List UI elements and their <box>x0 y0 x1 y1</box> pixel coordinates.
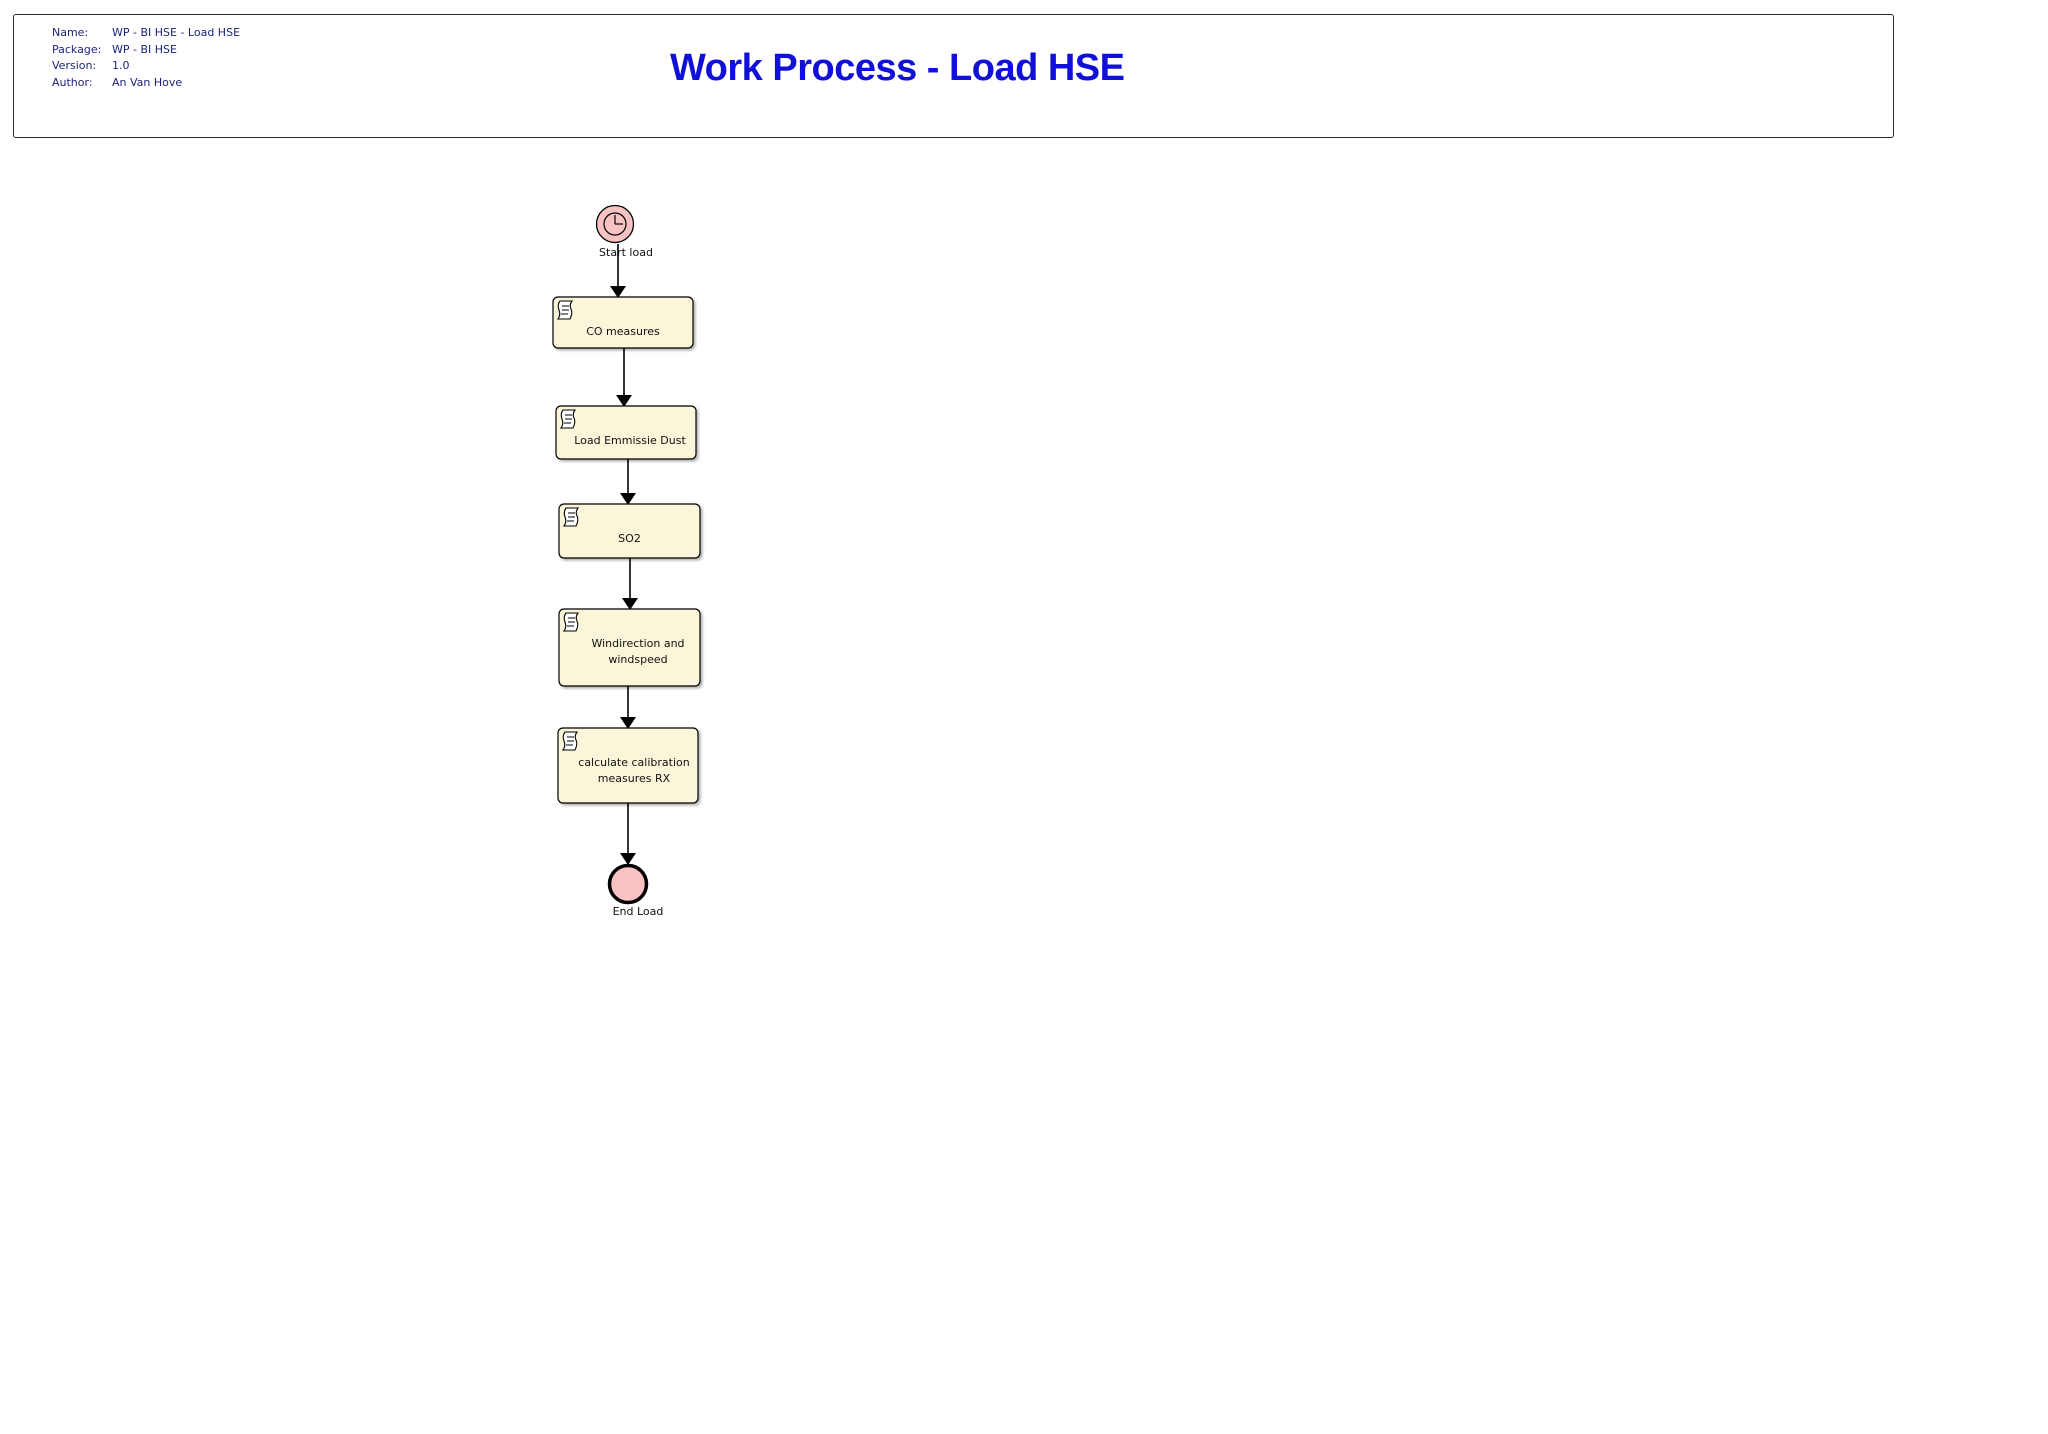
start-event-label: Start load <box>599 246 653 259</box>
task-windirection-and-windspeed[interactable] <box>558 608 701 687</box>
meta-name-row: Name: WP - BI HSE - Load HSE <box>52 25 240 42</box>
meta-version-key: Version: <box>52 59 97 72</box>
meta-name-key: Name: <box>52 26 89 39</box>
meta-author-row: Author: An Van Hove <box>52 75 240 92</box>
task-label: Load Emmissie Dust <box>574 434 686 448</box>
meta-package-key: Package: <box>52 42 102 56</box>
script-icon <box>556 300 574 320</box>
task-co-measures[interactable] <box>552 296 694 349</box>
meta-author-key: Author: <box>52 75 93 89</box>
end-event-label: End Load <box>612 905 664 918</box>
meta-version-row: Version: 1.0 <box>52 58 240 75</box>
diagram-header-frame: Name: WP - BI HSE - Load HSE Package: WP… <box>13 14 1894 138</box>
task-label: Windirection and windspeed <box>591 636 685 667</box>
meta-package-value: WP - BI HSE <box>112 42 177 56</box>
task-calculate-calibration-measures-rx[interactable] <box>557 727 699 804</box>
meta-package-row: Package: WP - BI HSE <box>52 42 240 59</box>
end-event[interactable] <box>607 863 649 905</box>
task-label: CO measures <box>586 325 660 339</box>
script-icon <box>559 409 577 429</box>
diagram-title: Work Process - Load HSE <box>670 47 1125 89</box>
meta-version-value: 1.0 <box>112 59 130 72</box>
start-event[interactable] <box>595 204 635 244</box>
task-so2[interactable] <box>558 503 701 559</box>
script-icon <box>561 731 579 751</box>
script-icon <box>562 612 580 632</box>
script-icon <box>562 507 580 527</box>
task-label: SO2 <box>618 532 641 546</box>
meta-author-value: An Van Hove <box>112 75 183 89</box>
meta-name-value: WP - BI HSE - Load HSE <box>112 26 241 39</box>
timer-icon <box>603 212 627 236</box>
task-load-emmissie-dust[interactable] <box>555 405 697 460</box>
diagram-metadata: Name: WP - BI HSE - Load HSE Package: WP… <box>52 25 240 91</box>
task-label: calculate calibration measures RX <box>578 755 690 786</box>
